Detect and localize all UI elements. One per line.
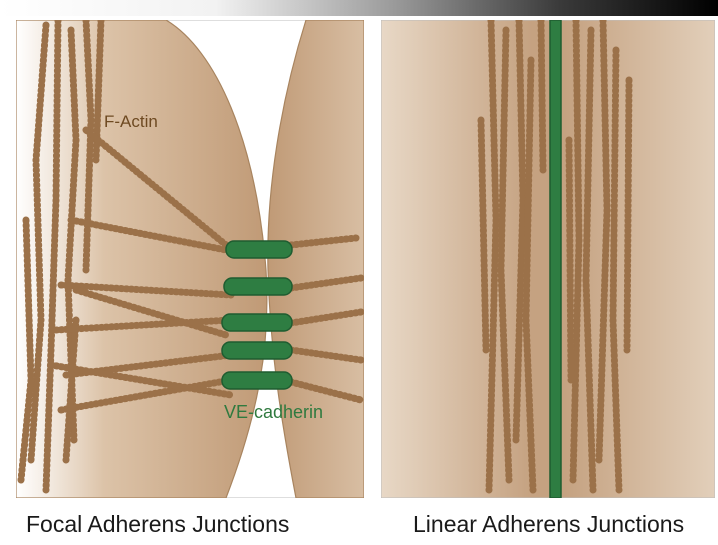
focal-junction-panel: F-Actin VE-cadherin <box>16 20 364 498</box>
focal-junction-caption: Focal Adherens Junctions <box>26 511 289 538</box>
linear-junction-panel <box>381 20 715 498</box>
linear-junction-caption: Linear Adherens Junctions <box>413 511 684 538</box>
ve-cadherin-label: VE-cadherin <box>224 402 323 422</box>
ve-cadherin-linear-strip <box>550 20 561 498</box>
ve-cadherin-bar <box>222 372 292 389</box>
top-gradient-bar <box>0 0 718 16</box>
ve-cadherin-bar <box>222 314 292 331</box>
ve-cadherin-bar <box>226 241 292 258</box>
f-actin-label: F-Actin <box>104 112 158 131</box>
linear-junction-illustration <box>381 20 715 498</box>
focal-junction-illustration: F-Actin VE-cadherin <box>16 20 364 498</box>
ve-cadherin-bar <box>222 342 292 359</box>
ve-cadherin-bar <box>224 278 292 295</box>
